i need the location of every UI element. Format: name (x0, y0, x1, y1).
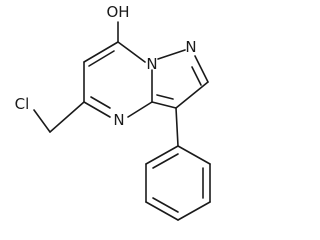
phenyl-bond-4 (145, 201, 179, 221)
bond-ch2-cl (33, 109, 51, 133)
bond-n1-n2 (157, 49, 186, 60)
bond-c5-ch2 (49, 101, 85, 133)
bond-c2-c3 (175, 81, 209, 109)
bond-c3-c3a (151, 101, 177, 109)
phenyl-bond-6 (145, 145, 179, 165)
bond-n2-c2 (194, 55, 209, 83)
chemical-structure: OH N N N Cl (15, 3, 211, 221)
bond-n1-c7 (117, 41, 146, 63)
bond-n2-c2-inner (191, 66, 202, 86)
hydroxyl-label: OH (106, 3, 129, 21)
phenyl-bond-6-inner (152, 153, 179, 169)
pyrimidine-nitrogen-label: N (113, 111, 124, 129)
phenyl-ring (145, 145, 211, 221)
pyrazole-nitrogen-label: N (185, 38, 196, 56)
bond-c7-c6-inner (88, 50, 115, 67)
bond-c5-n4 (83, 101, 111, 118)
bond-c3-phenyl (175, 107, 179, 147)
chlorine-label: Cl (15, 95, 30, 113)
phenyl-bond-4-inner (152, 197, 179, 213)
bridge-nitrogen-label: N (146, 55, 157, 73)
bond-n4-c3a (127, 101, 153, 118)
pyrazole-ring (151, 49, 209, 109)
bond-c3-c3a-inner (156, 94, 174, 100)
bond-c5-n4-inner (90, 96, 111, 109)
bond-c7-c6 (83, 41, 119, 63)
pyrimidine-ring (83, 41, 153, 118)
phenyl-bond-3 (177, 201, 211, 221)
phenyl-bond-1 (177, 145, 211, 165)
